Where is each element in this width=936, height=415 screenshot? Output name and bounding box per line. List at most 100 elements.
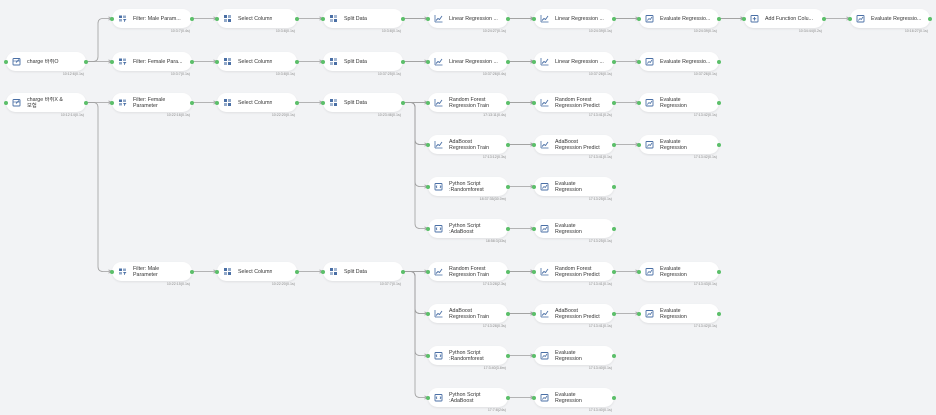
input-port[interactable] [426,311,430,316]
node-f2[interactable]: Filter: Female Para... [110,52,194,71]
input-port[interactable] [426,395,430,400]
node-s1[interactable]: Select Column [215,9,299,28]
input-port[interactable] [321,269,325,274]
input-port[interactable] [532,269,536,274]
output-port[interactable] [401,59,405,64]
output-port[interactable] [612,100,616,105]
node-abt2[interactable]: AdaBoost Regression Train [426,304,510,323]
node-evab2[interactable]: Evaluate Regression [637,304,721,323]
input-port[interactable] [426,59,430,64]
input-port[interactable] [321,100,325,105]
output-port[interactable] [506,395,510,400]
output-port[interactable] [717,16,721,21]
node-py2[interactable]: Python Script :AdaBoost [426,219,510,238]
input-port[interactable] [532,311,536,316]
node-evrf1[interactable]: Evaluate Regression [637,93,721,112]
node-sp2[interactable]: Split Data [321,52,405,71]
input-port[interactable] [215,100,219,105]
input-port[interactable] [321,16,325,21]
input-port[interactable] [426,16,430,21]
node-evrf2[interactable]: Evaluate Regression [637,262,721,281]
output-port[interactable] [612,16,616,21]
node-abp1[interactable]: AdaBoost Regression Predict [532,135,616,154]
input-port[interactable] [532,395,536,400]
node-f1[interactable]: Filter: Male Param... [110,9,194,28]
input-port[interactable] [637,16,641,21]
node-py1[interactable]: Python Script :Randomforest [426,177,510,196]
node-lrp1[interactable]: Linear Regression ... [532,9,616,28]
node-s2[interactable]: Select Column [215,52,299,71]
output-port[interactable] [506,184,510,189]
node-lr1[interactable]: Linear Regression ... [426,9,510,28]
node-f4[interactable]: Filter: Male Parameter [110,262,194,281]
node-abt1[interactable]: AdaBoost Regression Train [426,135,510,154]
input-port[interactable] [426,269,430,274]
input-port[interactable] [426,353,430,358]
output-port[interactable] [717,59,721,64]
input-port[interactable] [532,353,536,358]
input-port[interactable] [110,59,114,64]
node-abp2[interactable]: AdaBoost Regression Predict [532,304,616,323]
input-port[interactable] [742,16,746,21]
output-port[interactable] [506,353,510,358]
output-port[interactable] [612,395,616,400]
output-port[interactable] [295,100,299,105]
output-port[interactable] [717,142,721,147]
output-port[interactable] [506,100,510,105]
node-sp4[interactable]: Split Data [321,262,405,281]
output-port[interactable] [506,142,510,147]
output-port[interactable] [506,16,510,21]
node-charge1[interactable]: charge 바취O [4,52,88,71]
input-port[interactable] [215,269,219,274]
node-ev2[interactable]: Evaluate Regressio... [637,52,721,71]
node-evab1[interactable]: Evaluate Regression [637,135,721,154]
input-port[interactable] [110,16,114,21]
output-port[interactable] [84,100,88,105]
output-port[interactable] [190,100,194,105]
node-evf[interactable]: Evaluate Regressio... [848,9,932,28]
node-ev1[interactable]: Evaluate Regressio... [637,9,721,28]
output-port[interactable] [295,16,299,21]
node-evpy3[interactable]: Evaluate Regression [532,346,616,365]
input-port[interactable] [4,100,8,105]
node-rft1[interactable]: Random Forest Regression Train [426,93,510,112]
output-port[interactable] [295,269,299,274]
node-rfp1[interactable]: Random Forest Regression Predict [532,93,616,112]
output-port[interactable] [612,142,616,147]
output-port[interactable] [506,311,510,316]
input-port[interactable] [532,184,536,189]
input-port[interactable] [637,59,641,64]
node-charge2[interactable]: charge 바취X & 보험 [4,93,88,112]
output-port[interactable] [717,269,721,274]
output-port[interactable] [190,269,194,274]
output-port[interactable] [612,311,616,316]
node-evpy1[interactable]: Evaluate Regression [532,177,616,196]
output-port[interactable] [84,59,88,64]
node-py3[interactable]: Python Script :Randomforest [426,346,510,365]
input-port[interactable] [215,16,219,21]
output-port[interactable] [928,16,932,21]
input-port[interactable] [532,16,536,21]
output-port[interactable] [717,100,721,105]
input-port[interactable] [637,311,641,316]
output-port[interactable] [506,226,510,231]
node-rfp2[interactable]: Random Forest Regression Predict [532,262,616,281]
output-port[interactable] [612,226,616,231]
input-port[interactable] [4,59,8,64]
output-port[interactable] [822,16,826,21]
output-port[interactable] [401,269,405,274]
node-py4[interactable]: Python Script :AdaBoost [426,388,510,407]
output-port[interactable] [612,184,616,189]
output-port[interactable] [401,16,405,21]
node-s4[interactable]: Select Column [215,262,299,281]
input-port[interactable] [426,184,430,189]
node-lrp2[interactable]: Linear Regression ... [532,52,616,71]
input-port[interactable] [532,142,536,147]
node-sp1[interactable]: Split Data [321,9,405,28]
input-port[interactable] [532,100,536,105]
node-sp3[interactable]: Split Data [321,93,405,112]
input-port[interactable] [426,226,430,231]
node-s3[interactable]: Select Column [215,93,299,112]
input-port[interactable] [637,269,641,274]
input-port[interactable] [110,100,114,105]
